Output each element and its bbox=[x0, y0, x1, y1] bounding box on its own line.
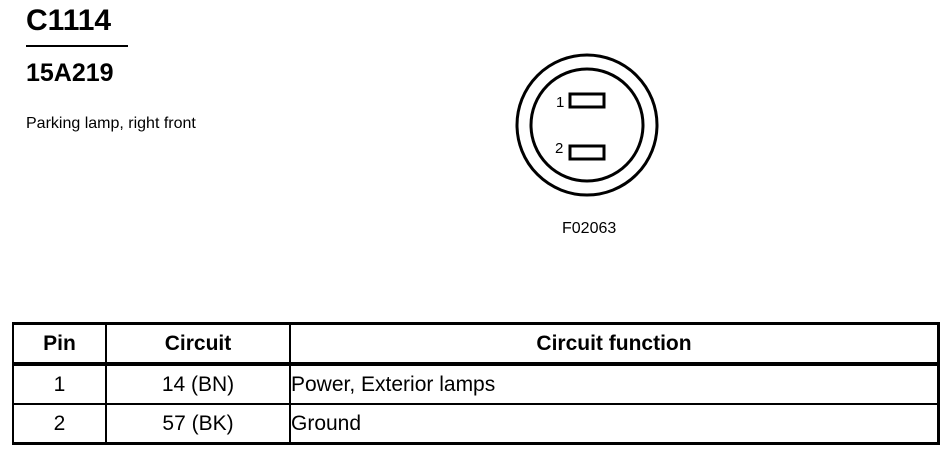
pin-1-terminal bbox=[568, 92, 606, 109]
connector-id: C1114 bbox=[26, 4, 112, 37]
connector-outer-ring bbox=[515, 53, 659, 197]
header-circuit-function: Circuit function bbox=[289, 322, 940, 366]
connector-id-underline bbox=[26, 45, 128, 47]
pin-table-header-row: Pin Circuit Circuit function bbox=[12, 322, 940, 366]
circuit-cell: 57 (BK) bbox=[105, 403, 291, 445]
pin-1-label: 1 bbox=[556, 94, 564, 111]
connector-inner-ring bbox=[529, 67, 645, 183]
circuit-cell: 14 (BN) bbox=[105, 363, 291, 405]
pin-2-label: 2 bbox=[555, 140, 563, 157]
header-circuit: Circuit bbox=[105, 322, 291, 366]
figure-code: F02063 bbox=[562, 220, 617, 237]
part-number: 15A219 bbox=[26, 59, 114, 87]
pin-cell: 2 bbox=[12, 403, 107, 445]
connector-description: Parking lamp, right front bbox=[26, 115, 196, 132]
connector-face-diagram: 1 2 bbox=[515, 53, 659, 197]
table-row: 2 57 (BK) Ground bbox=[12, 403, 940, 445]
header-pin: Pin bbox=[12, 322, 107, 366]
function-cell: Ground bbox=[289, 403, 940, 445]
pin-table: Pin Circuit Circuit function 1 14 (BN) P… bbox=[12, 322, 940, 445]
pin-cell: 1 bbox=[12, 363, 107, 405]
function-cell: Power, Exterior lamps bbox=[289, 363, 940, 405]
pin-2-terminal bbox=[568, 144, 606, 161]
table-row: 1 14 (BN) Power, Exterior lamps bbox=[12, 363, 940, 405]
